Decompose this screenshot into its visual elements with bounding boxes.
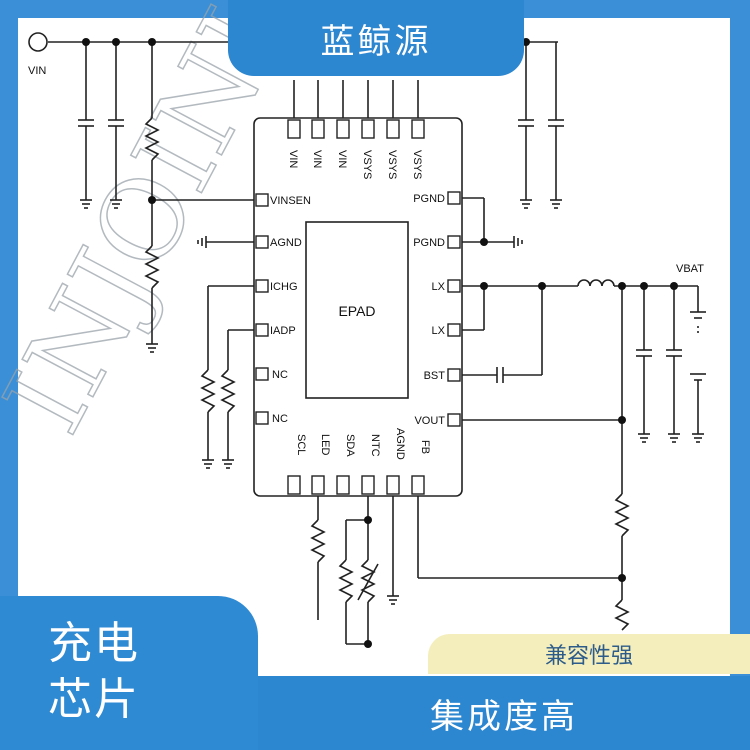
badge-line-1: 充电 <box>48 618 140 669</box>
pin-bottom-2: LED <box>319 434 331 455</box>
pin-left-3: ICHG <box>270 281 298 293</box>
pin-top-3: VIN <box>336 150 348 168</box>
pin-left-5: NC <box>272 369 288 381</box>
pin-bottom-5: AGND <box>394 428 406 460</box>
pin-top-6: VSYS <box>411 150 423 179</box>
pin-left-1: VINSEN <box>270 195 311 207</box>
vin-label: VIN <box>28 65 46 77</box>
pin-top-5: VSYS <box>386 150 398 179</box>
pin-bottom-1: SCL <box>295 434 307 455</box>
feature-tag-compatibility: 兼容性强 <box>428 634 750 674</box>
pin-left-4: IADP <box>270 325 296 337</box>
pin-bottom-3: SDA <box>344 434 356 457</box>
pin-bottom-4: NTC <box>369 434 381 457</box>
badge-line-2: 芯片 <box>48 674 140 725</box>
pin-top-2: VIN <box>311 150 323 168</box>
pin-right-4: LX <box>432 325 446 337</box>
pin-right-1: PGND <box>413 193 445 205</box>
vbat-label: VBAT <box>676 263 704 275</box>
feature-tag-compatibility-text: 兼容性强 <box>544 644 633 669</box>
pin-right-3: LX <box>432 281 446 293</box>
feature-tag-integration: 集成度高 <box>258 676 750 750</box>
pin-right-6: VOUT <box>414 415 445 427</box>
pin-top-1: VIN <box>287 150 299 168</box>
brand-name: 蓝鲸源 <box>320 21 432 62</box>
pin-right-5: BST <box>424 370 446 382</box>
pin-right-2: PGND <box>413 237 445 249</box>
epad-label: EPAD <box>338 303 375 319</box>
pin-left-2: AGND <box>270 237 302 249</box>
feature-tag-integration-text: 集成度高 <box>430 696 578 737</box>
product-badge: 充电 芯片 <box>0 596 258 750</box>
pin-left-6: NC <box>272 413 288 425</box>
epad-box <box>305 221 409 399</box>
pin-bottom-6: FB <box>419 440 431 454</box>
pin-top-4: VSYS <box>361 150 373 179</box>
brand-banner: 蓝鲸源 <box>228 0 524 76</box>
